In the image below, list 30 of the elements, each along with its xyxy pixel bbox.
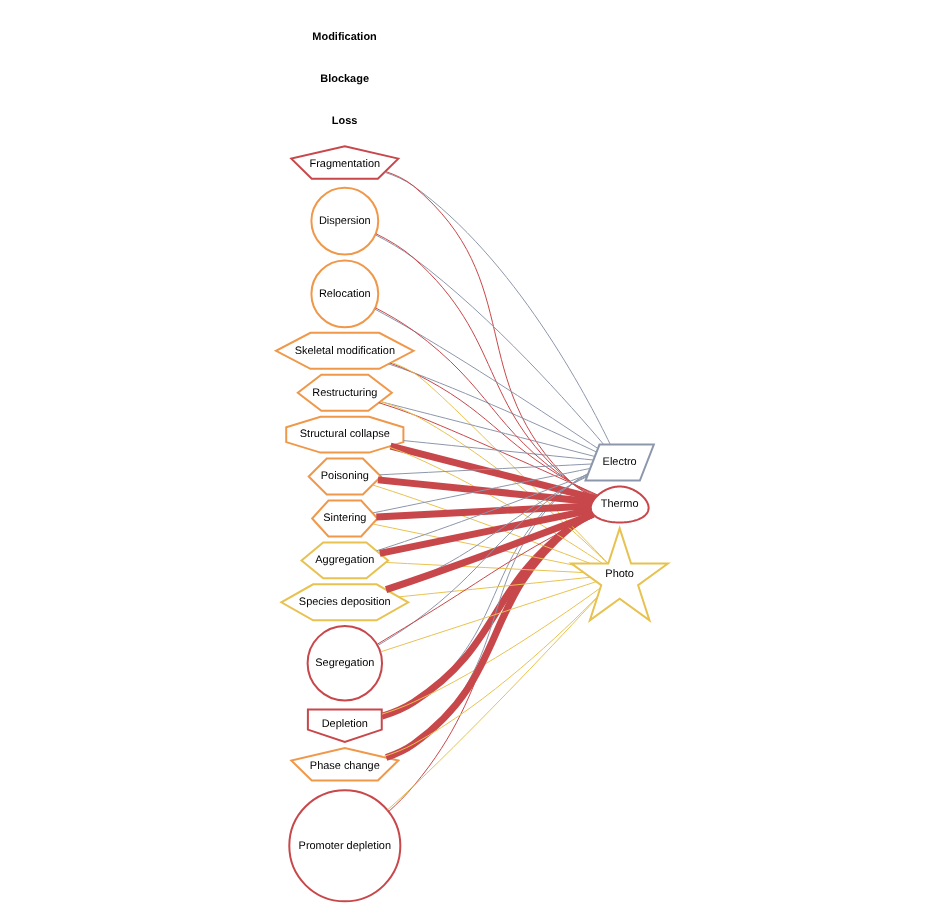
connector <box>384 511 594 593</box>
connector <box>397 576 590 598</box>
connector <box>379 581 596 653</box>
connector <box>383 171 610 445</box>
connector <box>378 506 591 557</box>
connector <box>377 463 592 476</box>
connector <box>374 307 597 497</box>
connector <box>390 361 608 564</box>
connector <box>384 561 584 574</box>
connector <box>377 402 598 496</box>
connector <box>375 474 588 552</box>
connector <box>386 597 597 811</box>
connector <box>388 362 597 496</box>
connector <box>381 596 597 758</box>
connector <box>384 510 594 761</box>
connector <box>371 467 590 514</box>
connector <box>380 587 600 715</box>
connector <box>374 233 596 498</box>
connector <box>387 363 597 453</box>
connector <box>371 523 573 566</box>
connector <box>379 510 594 720</box>
connector <box>388 442 595 502</box>
connector <box>383 170 596 498</box>
connector <box>373 308 598 449</box>
connector <box>371 484 590 564</box>
connector <box>375 502 590 521</box>
connector <box>378 401 595 457</box>
connector <box>373 234 604 445</box>
connector <box>401 440 593 461</box>
connector <box>376 476 592 506</box>
